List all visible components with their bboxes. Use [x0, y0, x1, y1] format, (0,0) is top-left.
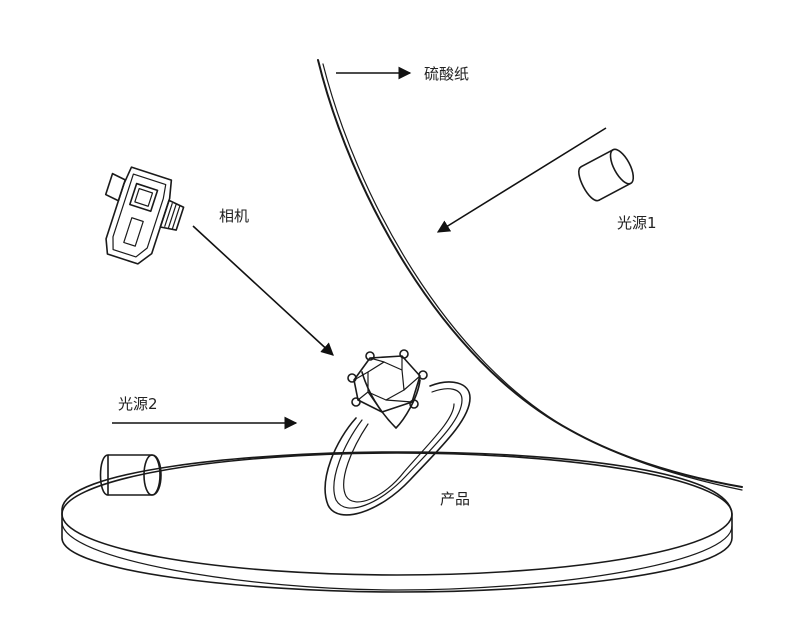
paper-label: 硫酸纸	[424, 65, 469, 83]
tracing-paper	[317, 59, 743, 491]
camera-label: 相机	[219, 207, 249, 225]
product-label: 产品	[440, 490, 470, 508]
cylinder-light-icon	[99, 454, 162, 496]
camera-arrow	[192, 225, 334, 356]
cylinder-light-icon	[578, 148, 635, 202]
camera-icon	[104, 166, 185, 265]
light1-label: 光源1	[617, 214, 657, 232]
turntable-platform	[61, 451, 733, 593]
light2-label: 光源2	[118, 395, 158, 413]
diamond-ring-icon	[324, 349, 471, 516]
light1-arrow	[436, 127, 607, 233]
